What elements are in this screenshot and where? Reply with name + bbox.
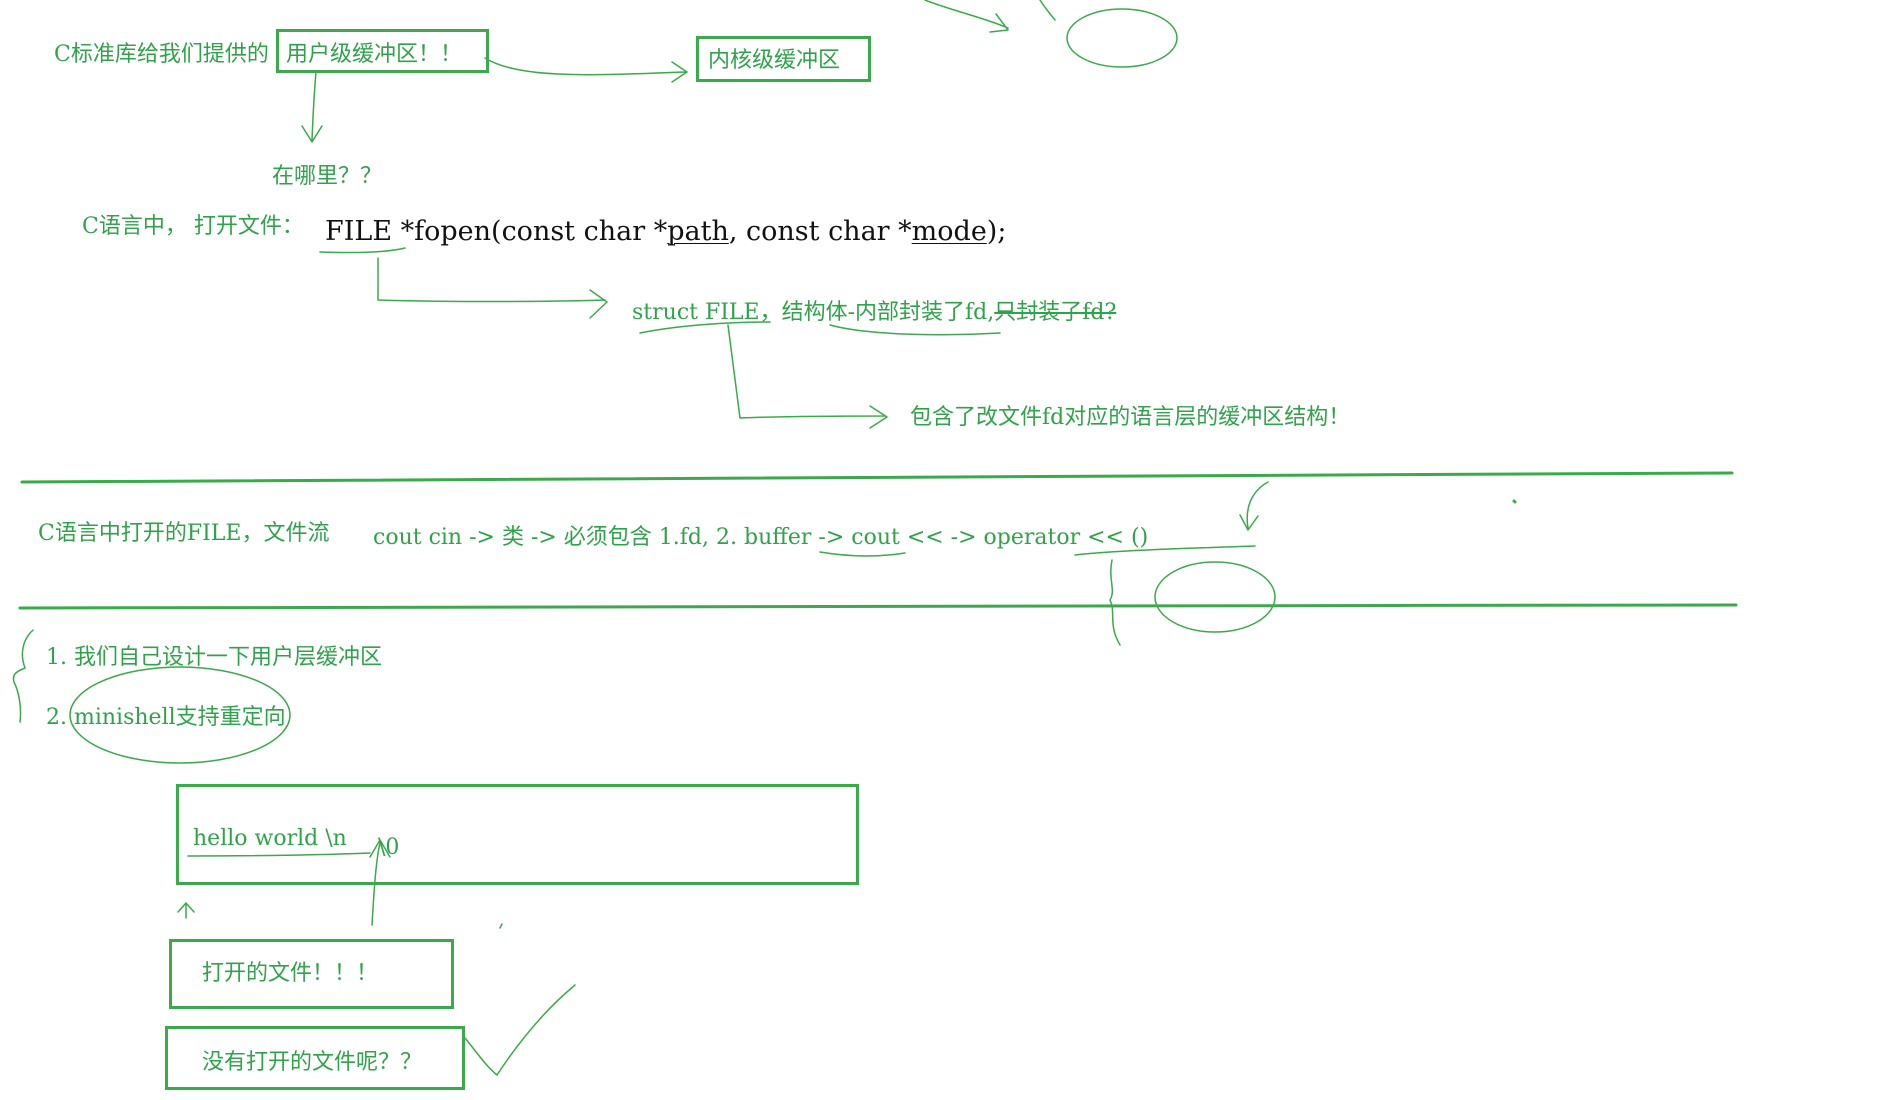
kernel-buffer-label: 内核级缓冲区 [708, 48, 841, 73]
file-stream-label: C语言中打开的FILE，文件流 [38, 521, 330, 546]
todo-brace [12, 629, 34, 723]
arrow-up-small [177, 902, 195, 919]
opened-file-label: 打开的文件！！！ [202, 961, 379, 986]
band-bottom-line [18, 603, 1738, 610]
user-buffer-label: 用户级缓冲区！！ [286, 42, 463, 67]
arrow-to-kernel-buffer [484, 57, 688, 83]
buffer-underline [819, 551, 906, 557]
band-dot [1512, 499, 1517, 504]
kernel-buffer-box [696, 36, 871, 82]
stdlib-buffer-label: C标准库给我们提供的 [54, 42, 269, 67]
paren-arrow [1239, 481, 1269, 531]
sig-file: FILE [325, 216, 393, 247]
fopen-intro: C语言中， 打开文件： [82, 214, 304, 239]
nul-terminator: \0 [378, 835, 400, 860]
struct-note-struck: 只封装了fd? [994, 300, 1117, 325]
not-opened-file-label: 没有打开的文件呢？？ [202, 1050, 423, 1075]
todo-item-1: 1. 我们自己设计一下用户层缓冲区 [46, 645, 382, 670]
band-top-line [20, 471, 1734, 484]
struct-note-text: struct FILE，结构体-内部封装了fd, [632, 300, 995, 325]
arrow-into-nul [369, 839, 391, 926]
circle-below-paren [1154, 561, 1276, 633]
hello-world-text: hello world \n [193, 826, 347, 851]
buffer-demo-box [176, 784, 859, 885]
encapsulation-underline [829, 324, 1001, 336]
struct-file-note: struct FILE，结构体-内部封装了fd,只封装了fd? [632, 302, 1116, 324]
struct-underline [639, 321, 771, 334]
file-underline [319, 247, 406, 254]
arrow-file-to-struct [377, 257, 608, 319]
sig-mid2: , const char * [728, 216, 912, 247]
not-opened-file-box [165, 1026, 465, 1090]
minishell-circle [69, 666, 291, 764]
cpp-stream-note: cout cin -> 类 -> 必须包含 1.fd, 2. buffer ->… [373, 525, 1149, 550]
user-buffer-box [276, 29, 489, 73]
tiny-mark [499, 923, 503, 929]
arrow-down-to-where [301, 71, 323, 143]
sig-mode: mode [911, 216, 987, 247]
top-right-circle [1066, 8, 1178, 68]
arrow-struct-to-contains [727, 324, 888, 429]
opened-file-box [169, 939, 454, 1009]
top-right-scribble [924, 0, 1056, 33]
sig-path: path [667, 216, 729, 247]
hello-underline [187, 852, 371, 857]
check-mark [464, 984, 576, 1076]
where-question: 在哪里？？ [272, 164, 383, 189]
brace-below-operator [1109, 559, 1121, 646]
sig-mid: *fopen(const char * [392, 216, 668, 247]
operator-underline [1074, 545, 1256, 556]
fopen-signature: FILE *fopen(const char *path, const char… [325, 218, 1006, 245]
todo-item-2: 2. minishell支持重定向 [46, 705, 286, 730]
contains-buffer-note: 包含了改文件fd对应的语言层的缓冲区结构！ [910, 405, 1351, 430]
sig-end: ); [986, 216, 1007, 247]
